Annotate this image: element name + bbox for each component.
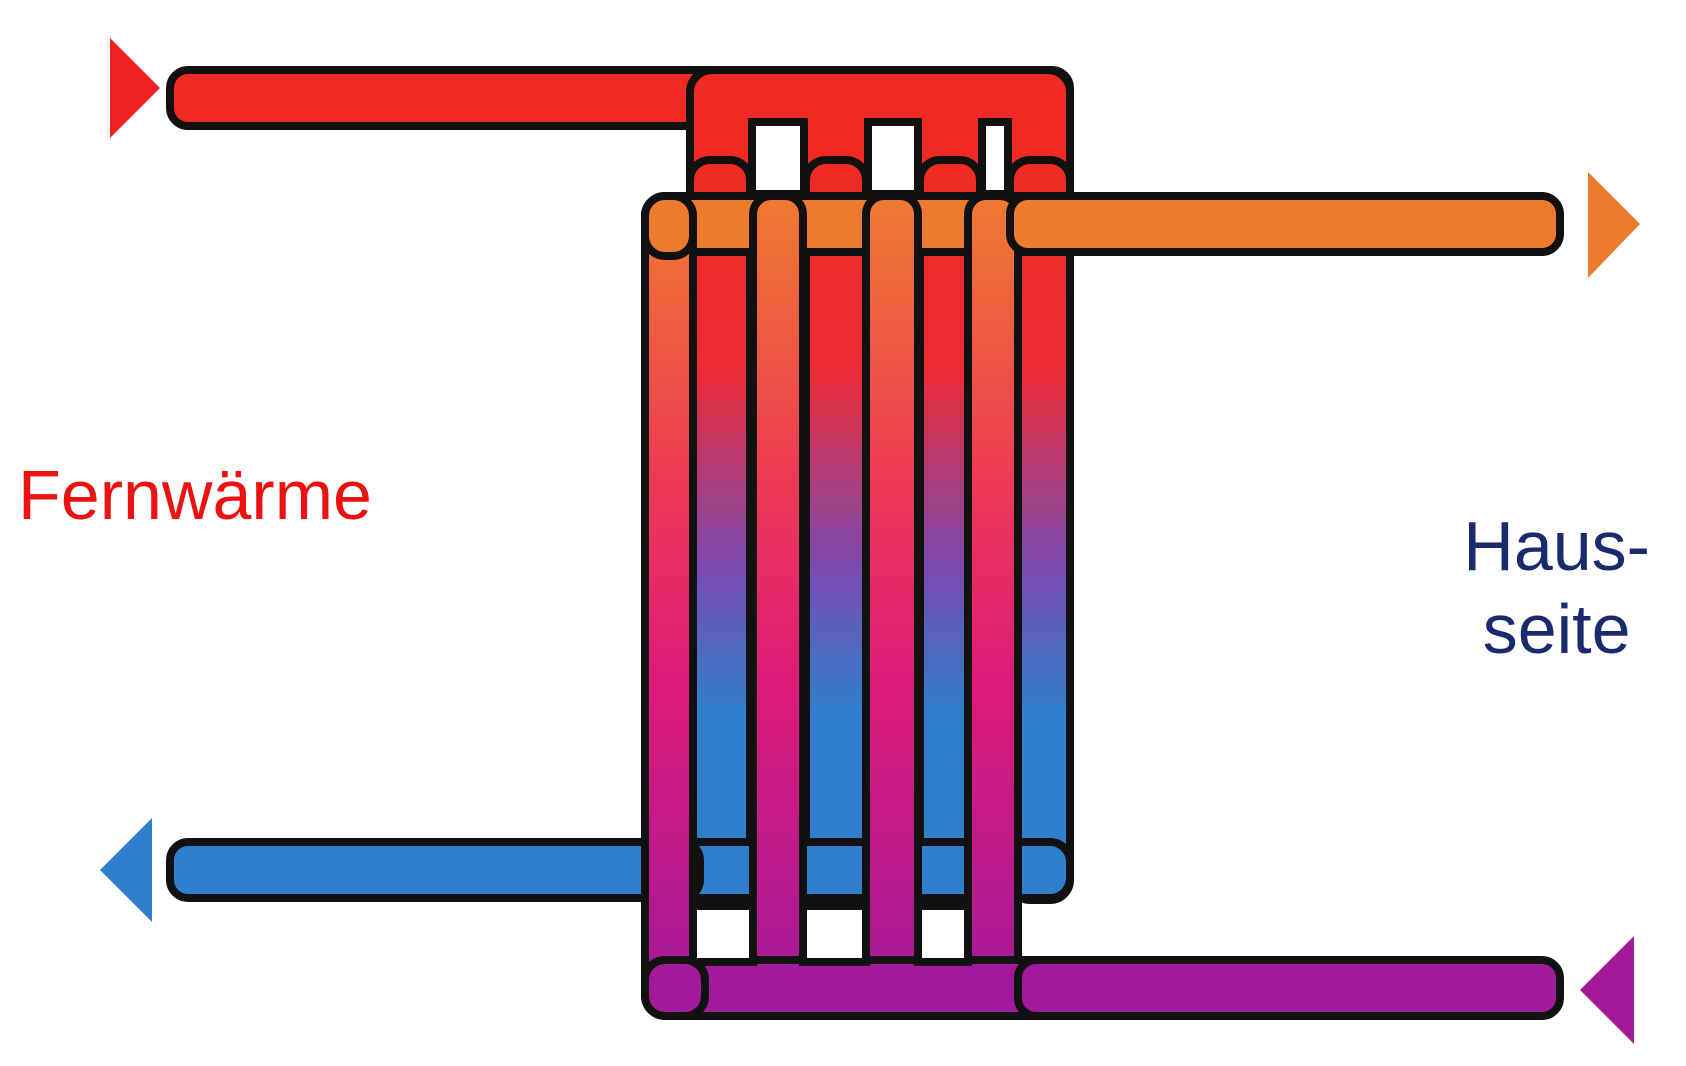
secondary-tube <box>862 192 922 1014</box>
primary-tube <box>802 156 870 904</box>
secondary-circuit <box>641 192 1564 1020</box>
arrow-left-icon <box>1580 936 1634 1044</box>
house-side-label-line1: Haus- <box>1463 507 1650 585</box>
secondary-tube <box>749 192 807 1014</box>
house-side-label: Haus- seite <box>1463 505 1650 670</box>
secondary-tube <box>641 192 697 1014</box>
arrow-left-icon <box>100 818 152 922</box>
arrow-right-icon <box>110 38 160 138</box>
primary-return-pipe <box>166 838 704 902</box>
secondary-tube <box>964 192 1022 1014</box>
primary-tube <box>686 156 754 904</box>
arrow-right-icon <box>1588 172 1640 278</box>
district-heating-label: Fernwärme <box>18 456 372 534</box>
house-side-label-line2: seite <box>1482 589 1631 668</box>
